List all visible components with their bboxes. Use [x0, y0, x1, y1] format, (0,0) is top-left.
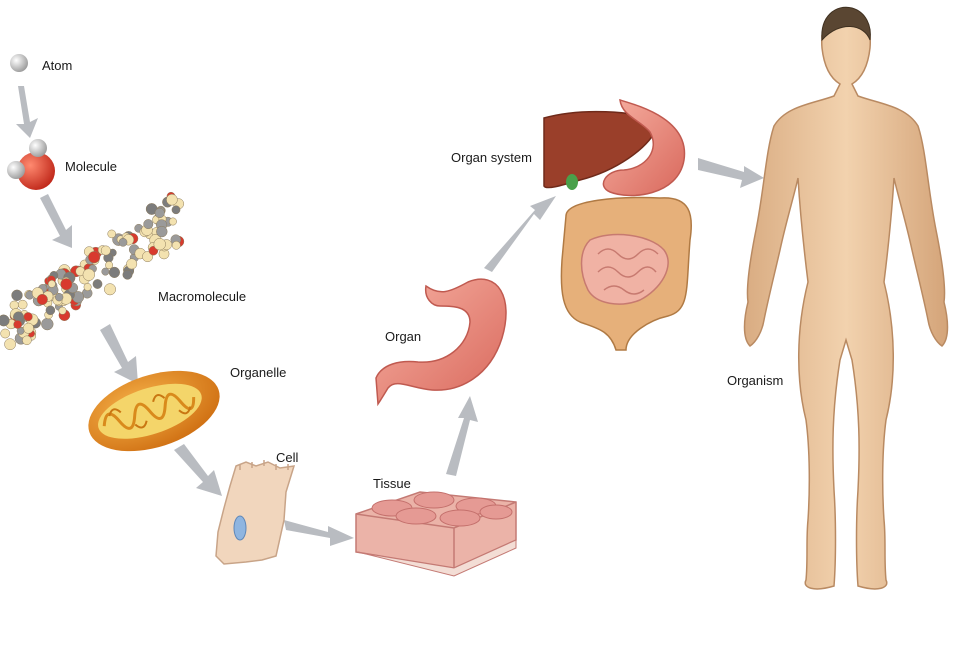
- macromolecule-atom: [13, 320, 23, 329]
- macromolecule-atom: [11, 289, 23, 301]
- arrow-tissue-to-organ: [446, 396, 478, 476]
- arrows: [16, 86, 764, 546]
- macromolecule-atom: [171, 205, 181, 215]
- macromolecule-atom: [23, 312, 33, 322]
- macromolecule-atom: [36, 293, 48, 306]
- label-organ-system: Organ system: [451, 150, 532, 165]
- macromolecule-atom: [9, 300, 19, 310]
- macromolecule-atom: [58, 306, 67, 315]
- macromolecule-atom: [47, 280, 56, 288]
- atom-sphere: [10, 54, 28, 72]
- label-organelle: Organelle: [230, 365, 287, 380]
- macromolecule-atom: [0, 314, 10, 327]
- macromolecule-atom: [156, 225, 168, 238]
- macromolecule-atom: [22, 322, 34, 334]
- stomach-organ: [375, 278, 507, 407]
- macromolecule-atom: [104, 283, 116, 296]
- macromolecule-atom: [41, 317, 54, 331]
- macromolecule-atom: [143, 219, 154, 230]
- macromolecule-atom: [82, 268, 95, 281]
- arrow-macro-to-organelle: [100, 324, 138, 384]
- macromolecule-cluster: [0, 191, 185, 351]
- arrow-organsystem-to-organism: [698, 158, 764, 188]
- arrow-atom-to-molecule: [16, 86, 38, 138]
- mitochondrion: [88, 370, 220, 452]
- macromolecule-atom: [0, 328, 11, 339]
- macromolecule-atom: [126, 258, 138, 270]
- macromolecule-atom: [4, 338, 16, 351]
- macromolecule-atom: [122, 269, 133, 280]
- water-molecule: [7, 139, 55, 190]
- human-figure: [743, 6, 949, 590]
- macromolecule-atom: [55, 293, 64, 302]
- tissue-block: [355, 491, 517, 577]
- label-cell: Cell: [276, 450, 299, 465]
- cell-illustration: [215, 460, 296, 565]
- macromolecule-atom: [45, 305, 56, 316]
- macromolecule-atom: [17, 299, 28, 310]
- macromolecule-atom: [107, 229, 116, 239]
- macromolecule-atom: [92, 279, 103, 289]
- macromolecule-atom: [118, 237, 128, 247]
- label-macromolecule: Macromolecule: [158, 289, 247, 304]
- macromolecule-atom: [105, 261, 114, 270]
- arrow-organ-to-organsystem: [484, 196, 556, 272]
- label-organism: Organism: [727, 373, 784, 388]
- macromolecule-atom: [60, 278, 73, 291]
- macromolecule-atom: [168, 217, 177, 226]
- arrow-cell-to-tissue: [284, 520, 354, 546]
- macromolecule-atom: [166, 193, 178, 206]
- macromolecule-atom: [88, 251, 101, 264]
- macromolecule-atom: [22, 335, 32, 346]
- label-molecule: Molecule: [65, 159, 118, 174]
- macromolecule-atom: [100, 245, 111, 256]
- macromolecule-atom: [108, 266, 120, 278]
- macromolecule-atom: [171, 240, 181, 250]
- digestive-system: [543, 98, 693, 351]
- macromolecule-atom: [101, 267, 110, 276]
- label-organ: Organ: [385, 329, 422, 344]
- label-atom: Atom: [42, 58, 73, 73]
- macromolecule-atom: [83, 283, 92, 291]
- macromolecule-atom: [154, 207, 165, 219]
- macromolecule-atom: [153, 238, 166, 251]
- arrow-molecule-to-macromolecule: [40, 194, 72, 248]
- arrow-organelle-to-cell: [174, 444, 222, 496]
- label-tissue: Tissue: [373, 476, 411, 491]
